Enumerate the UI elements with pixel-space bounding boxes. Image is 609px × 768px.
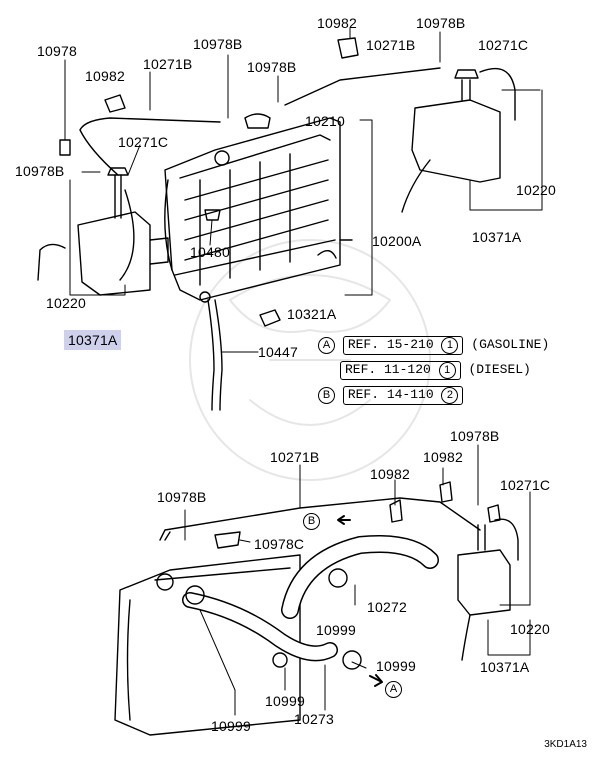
ref-note: (GASOLINE) (471, 337, 550, 352)
watermark-logo (189, 239, 431, 481)
ref-number: 1 (438, 362, 456, 379)
part-label-10220: 10220 (46, 295, 86, 311)
ref-row-gasoline: A REF. 15-210 1 (GASOLINE) (318, 336, 549, 355)
ref-row-diesel: REF. 11-120 1 (DIESEL) (340, 361, 531, 380)
part-label-10200a: 10200A (372, 233, 422, 249)
part-label-10978b: 10978B (416, 15, 466, 31)
reserve-tank-bottom (457, 524, 511, 616)
ref-number: 2 (441, 387, 459, 404)
clip-10982-left (104, 94, 126, 113)
part-label-10999: 10999 (376, 658, 416, 674)
part-label-10978b: 10978B (15, 163, 65, 179)
part-label-10271c: 10271C (478, 37, 529, 53)
part-label-10978c: 10978C (254, 536, 305, 552)
clamp-10978 (59, 139, 71, 156)
part-label-10273: 10273 (294, 711, 334, 727)
part-label-10978b: 10978B (157, 489, 207, 505)
part-label-10447: 10447 (258, 344, 298, 360)
part-label-10271c: 10271C (500, 477, 551, 493)
part-label-10371a: 10371A (472, 229, 522, 245)
part-label-10982: 10982 (423, 449, 463, 465)
part-label-10271b: 10271B (270, 449, 320, 465)
part-label-10271b: 10271B (366, 37, 416, 53)
reserve-tank-left (77, 167, 169, 296)
ref-text: REF. 11-120 (345, 362, 431, 377)
part-label-10210: 10210 (305, 113, 345, 129)
clip-10982-top (337, 37, 359, 59)
ref-marker-b[interactable]: B (303, 513, 320, 530)
ref-text: REF. 14-110 (347, 387, 434, 402)
part-label-10480: 10480 (190, 244, 230, 260)
part-label-10999: 10999 (316, 622, 356, 638)
ref-box[interactable]: REF. 14-110 2 (342, 386, 464, 405)
part-label-10999: 10999 (265, 693, 305, 709)
part-label-10220: 10220 (510, 621, 550, 637)
diagram-code: 3KD1A13 (544, 739, 587, 750)
ref-text: REF. 15-210 (347, 337, 434, 352)
part-label-10978b: 10978B (247, 59, 297, 75)
reserve-tank-right (411, 69, 501, 183)
part-label-10982: 10982 (370, 466, 410, 482)
part-label-10978b: 10978B (450, 428, 500, 444)
ref-marker: B (318, 387, 335, 404)
part-label-10978: 10978 (37, 43, 77, 59)
part-label-10982: 10982 (317, 15, 357, 31)
part-label-10371a-highlighted[interactable]: 10371A (64, 330, 122, 350)
part-label-10371a: 10371A (480, 659, 530, 675)
part-label-10978b: 10978B (193, 36, 243, 52)
part-label-10271b: 10271B (143, 56, 193, 72)
ref-marker-a[interactable]: A (385, 681, 402, 698)
part-label-10321a: 10321A (287, 306, 337, 322)
ref-row-b: B REF. 14-110 2 (318, 386, 464, 405)
part-label-10999: 10999 (211, 718, 251, 734)
ref-note: (DIESEL) (468, 362, 531, 377)
ref-number: 1 (441, 337, 459, 354)
radiator-bottom (114, 554, 301, 736)
ref-box[interactable]: REF. 11-120 1 (340, 361, 461, 380)
part-label-10271c: 10271C (118, 134, 169, 150)
part-label-10982: 10982 (85, 68, 125, 84)
ref-box[interactable]: REF. 15-210 1 (342, 336, 464, 355)
part-label-10272: 10272 (367, 599, 407, 615)
ref-marker: A (318, 337, 335, 354)
radiator-top (164, 117, 353, 303)
part-label-10220: 10220 (516, 182, 556, 198)
